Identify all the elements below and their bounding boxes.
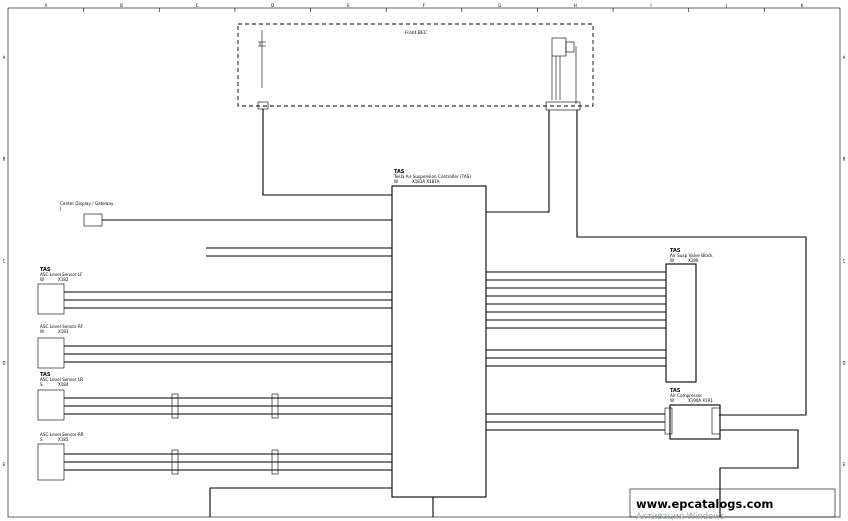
column-letter-k: K [801,3,804,8]
center-display-connector [83,213,103,227]
sensor-lf-tag: TAS [40,267,51,273]
column-letter-i: I [650,3,651,8]
inline-connectors [171,393,279,475]
row-letter-a: A [3,55,6,60]
column-letter-e: E [347,3,350,8]
sensor-lf-title: ASC Level Sensor LF [40,272,83,277]
front-bec-box [237,23,594,107]
sensor-rr-wires [64,453,392,471]
sensor-lr-connector: X184 [58,382,69,387]
row-letter-d: D [842,360,845,365]
row-letter-e: E [3,462,6,467]
sensor-rf-title: ASC Level Sensor RF [40,324,84,329]
sensor-lf-box [37,283,65,315]
column-letter-d: D [271,3,274,8]
title-block [629,488,836,518]
compressor-wires [486,413,799,517]
tas-title: Tesla Air Suspension Controller (TAS) [393,174,471,179]
column-letter-b: B [120,3,123,8]
row-letters: A A B B C C D D E E [2,55,845,467]
column-letter-h: H [574,3,577,8]
row-letter-a: A [843,55,846,60]
row-letter-b: B [843,157,846,162]
front-bec-relay-right [551,37,577,104]
sensor-rf-variant: W [40,329,44,334]
row-letter-c: C [843,259,846,264]
compressor-connector: X190A X191 [688,398,713,403]
column-letter-j: J [725,3,727,8]
front-bec-connector-right [545,101,581,111]
sensor-rf-wires [64,345,392,363]
watermark-secondary: Активация Windows [636,512,725,521]
sensor-lf-connector: X182 [58,277,69,282]
tas-variant: W [394,179,398,184]
valve-block-wires [486,271,666,367]
watermark-primary: www.epcatalogs.com [636,497,773,511]
sensor-rr-variant: S [40,437,43,442]
row-letter-c: C [3,259,6,264]
compressor-connector-right [711,407,721,435]
compressor-variant: W [670,398,674,403]
column-letter-a: A [44,3,47,8]
compressor-connector-left [664,407,673,435]
center-display-variant: J [59,206,61,211]
sensor-lf-variant: W [40,277,44,282]
column-letter-c: C [196,3,199,8]
sensor-lr-variant: S [40,382,43,387]
sensor-rf-connector: X183 [58,329,69,334]
sensor-lf-wires [64,291,392,309]
column-letter-g: G [498,3,501,8]
front-bec-connector-left [257,101,269,110]
column-letters: A B C D E F G H I J K [44,3,804,12]
bec-wires [262,109,807,416]
column-letter-f: F [423,3,426,8]
front-bec-relay-left [258,30,266,88]
sheet-frame [7,7,841,518]
tas-controller-box [391,185,487,498]
row-letter-d: D [2,360,5,365]
ground-wire [209,487,392,517]
center-display-title: Center Display / Gateway [60,201,114,206]
valve-block-connector: X189 [688,258,699,263]
valve-block-title: Air Susp Valve Block [670,253,713,258]
sensor-rr-box [37,443,65,481]
sensor-rr-connector: X185 [58,437,69,442]
tas-connectors: X181A X181A [412,179,440,184]
sensor-lr-title: ASC Level Sensor LR [40,377,83,382]
sensor-lr-wires [64,397,392,415]
sensor-rr-title: ASC Level Sensor RR [40,432,84,437]
tas-tag: TAS [394,169,405,175]
row-letter-b: B [3,157,6,162]
valve-block-box [665,263,697,383]
compressor-title: Air Compressor [670,393,702,398]
front-bec-title: Front BEC [405,30,427,36]
valve-block-variant: W [670,258,674,263]
sensor-lr-box [37,389,65,421]
valve-block-tag: TAS [670,248,681,254]
sensor-rf-box [37,337,65,369]
sensor-lr-tag: TAS [40,372,51,378]
row-letter-e: E [843,462,846,467]
compressor-tag: TAS [670,388,681,394]
